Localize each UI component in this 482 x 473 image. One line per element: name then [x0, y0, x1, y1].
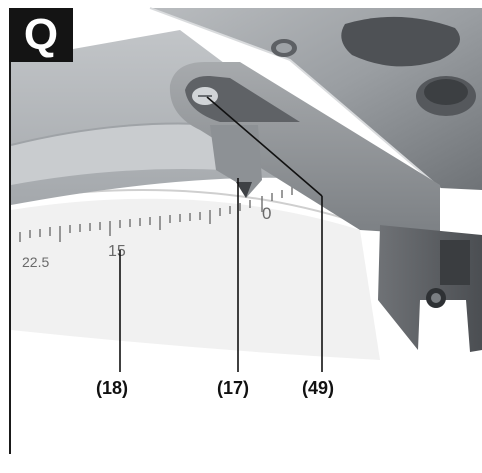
fence-plate [149, 7, 482, 190]
callout-label-18: (18) [96, 378, 129, 398]
callout-label-49: (49) [302, 378, 335, 398]
clamp-block [378, 225, 482, 352]
angle-pointer [210, 125, 262, 198]
figure-left-border [9, 8, 11, 454]
miter-scale-disc: 22.5 15 0 [10, 184, 380, 360]
scale-label-0: 0 [262, 204, 271, 223]
callout-label-17: (17) [217, 378, 250, 398]
scale-ticks [19, 184, 303, 242]
callout-leaders [119, 96, 323, 372]
fence-slot [341, 16, 460, 67]
figure-badge: Q [9, 8, 73, 62]
leader-49-a [206, 96, 323, 197]
pointer-arm [169, 62, 440, 235]
scale-label-22-5: 22.5 [22, 254, 49, 270]
scale-label-15: 15 [108, 243, 126, 260]
arm-slot [185, 75, 300, 122]
